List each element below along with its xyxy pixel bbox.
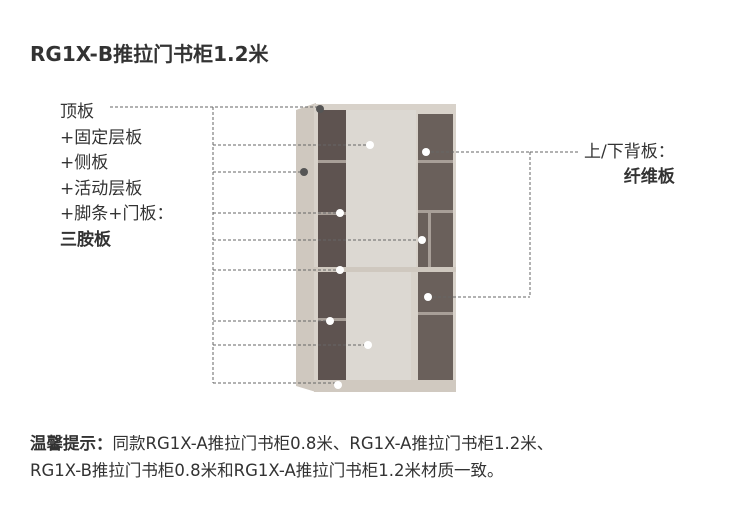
label-back-panel: 上/下背板： bbox=[584, 142, 675, 162]
product-title: RG1X-B推拉门书柜1.2米 bbox=[30, 42, 269, 66]
material-labels-left: 顶板 +固定层板 +侧板 +活动层板 +脚条+门板： 三胺板 bbox=[60, 100, 174, 253]
label-material-fiberboard: 纤维板 bbox=[623, 167, 675, 187]
note-prefix: 温馨提示： bbox=[30, 434, 113, 453]
note-line2: RG1X-B推拉门书柜0.8米和RG1X-A推拉门书柜1.2米材质一致。 bbox=[30, 461, 504, 480]
label-movable-shelf: +活动层板 bbox=[60, 178, 143, 199]
upper-door bbox=[346, 110, 416, 267]
material-labels-right: 上/下背板： 纤维板 bbox=[584, 140, 675, 190]
lower-door bbox=[346, 272, 411, 380]
label-top-panel: 顶板 bbox=[60, 102, 94, 122]
note-line1: 同款RG1X-A推拉门书柜0.8米、RG1X-A推拉门书柜1.2米、 bbox=[112, 434, 554, 453]
label-fixed-shelf: +固定层板 bbox=[60, 127, 143, 148]
label-base-door: +脚条+门板： bbox=[60, 204, 174, 224]
note: 温馨提示：同款RG1X-A推拉门书柜0.8米、RG1X-A推拉门书柜1.2米、 … bbox=[30, 430, 553, 484]
label-side-panel: +侧板 bbox=[60, 153, 109, 173]
label-material-melamine: 三胺板 bbox=[60, 229, 111, 250]
